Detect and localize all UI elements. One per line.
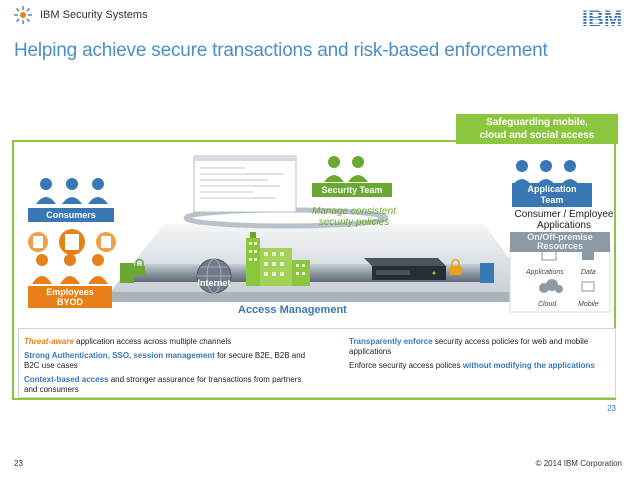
access-management-label: Access Management: [238, 304, 347, 316]
consumer-person-3-icon: [88, 178, 108, 204]
employee-person-3-icon: [88, 254, 108, 284]
lock-right-icon: [450, 258, 461, 275]
access-diagram: Internet: [28, 155, 611, 313]
footer-page-number: 23: [14, 459, 23, 468]
policy-console-screenshot: [193, 155, 297, 213]
employees-line-2: BYOD: [56, 297, 83, 307]
internet-globe-icon: [196, 258, 232, 294]
consumer-person-2-icon: [62, 178, 82, 204]
detail-text: Enforce security access polices: [349, 361, 463, 370]
details-right-column: Transparently enforce security access po…: [349, 337, 619, 375]
brand-name: IBM Security Systems: [40, 9, 148, 21]
security-person-1-icon: [324, 156, 344, 182]
server-appliance-icon: [364, 258, 446, 280]
detail-emphasis: Strong Authentication, SSO, session mana…: [24, 351, 215, 360]
detail-text: security access policies for web and mob…: [349, 337, 589, 356]
detail-item: Enforce security access polices without …: [349, 361, 619, 371]
resource-mobile-label: Mobile: [578, 301, 599, 308]
employee-person-1-icon: [32, 254, 52, 284]
employees-line-1: Employees: [46, 287, 94, 297]
detail-emphasis: Transparently enforce: [349, 337, 433, 346]
details-left-column: Threat-aware application access across m…: [24, 337, 312, 399]
detail-emphasis: Threat-aware: [24, 337, 74, 346]
ibm-logo-icon: IBM: [582, 7, 622, 29]
consumer-apps-line-2: Applications: [537, 220, 591, 231]
consumer-apps-line-1: Consumer / Employee: [514, 209, 614, 220]
resource-cloud-label: Cloud: [538, 301, 557, 308]
footer-copyright: © 2014 IBM Corporation: [535, 459, 622, 468]
resource-applications-label: Applications: [526, 269, 564, 276]
pipeline-end-right: [480, 263, 494, 283]
employee-person-2-icon: [60, 254, 80, 284]
detail-text: and stronger assurance for transactions …: [24, 375, 302, 394]
manage-line-1: Manage consistent: [312, 206, 396, 217]
manage-line-2: security policies: [318, 217, 390, 228]
consumers-badge: Consumers: [28, 208, 114, 222]
ibm-security-sun-icon: [14, 6, 32, 24]
detail-item: Transparently enforce security access po…: [349, 337, 619, 357]
pipeline-end-left: [120, 263, 134, 283]
detail-item: Threat-aware application access across m…: [24, 337, 312, 347]
detail-item: Context-based access and stronger assura…: [24, 375, 312, 395]
detail-emphasis: Context-based access: [24, 375, 109, 384]
resources-line-1: On/Off-premise: [527, 232, 593, 242]
logo-text: IBM: [582, 7, 622, 29]
detail-item: Strong Authentication, SSO, session mana…: [24, 351, 312, 371]
banner-line-2: cloud and social access: [479, 130, 595, 141]
app-team-line-1: Application: [527, 184, 577, 194]
lock-left-icon: [134, 258, 145, 275]
security-person-2-icon: [348, 156, 368, 182]
mobile-resource-icon: [581, 281, 595, 292]
platform-edge: [110, 292, 534, 302]
slide-number-inner: 23: [607, 404, 616, 413]
phone-device-icon: [59, 229, 85, 255]
safeguarding-banner: Safeguarding mobile, cloud and social ac…: [456, 114, 618, 144]
page-title: Helping achieve secure transactions and …: [14, 40, 548, 61]
tablet-device-2-icon: [96, 232, 116, 252]
resource-data-label: Data: [581, 269, 596, 276]
details-box: [18, 328, 616, 398]
employees-badge: Employees BYOD: [28, 286, 112, 308]
security-team-badge: Security Team: [312, 183, 392, 197]
building-icon: [246, 232, 310, 286]
detail-emphasis: without modifying the applications: [462, 361, 595, 370]
cloud-resource-icon: [539, 279, 563, 293]
banner-line-1: Safeguarding mobile,: [486, 117, 588, 128]
manage-policies-caption: Manage consistent security policies: [296, 206, 412, 228]
consumer-person-1-icon: [36, 178, 56, 204]
app-team-line-2: Team: [540, 195, 564, 205]
internet-label: Internet: [197, 278, 230, 288]
diagram-frame: [12, 140, 616, 400]
consumer-applications-caption: Consumer / Employee Applications: [506, 209, 622, 231]
resources-badge: On/Off-premise Resources: [510, 232, 610, 252]
resources-line-2: Resources: [536, 241, 584, 251]
detail-text: application access across multiple chann…: [73, 337, 232, 346]
application-team-badge: Application Team: [512, 183, 592, 207]
tablet-device-icon: [28, 232, 48, 252]
detail-text: for secure B2E, B2B and B2C use cases: [24, 351, 306, 370]
